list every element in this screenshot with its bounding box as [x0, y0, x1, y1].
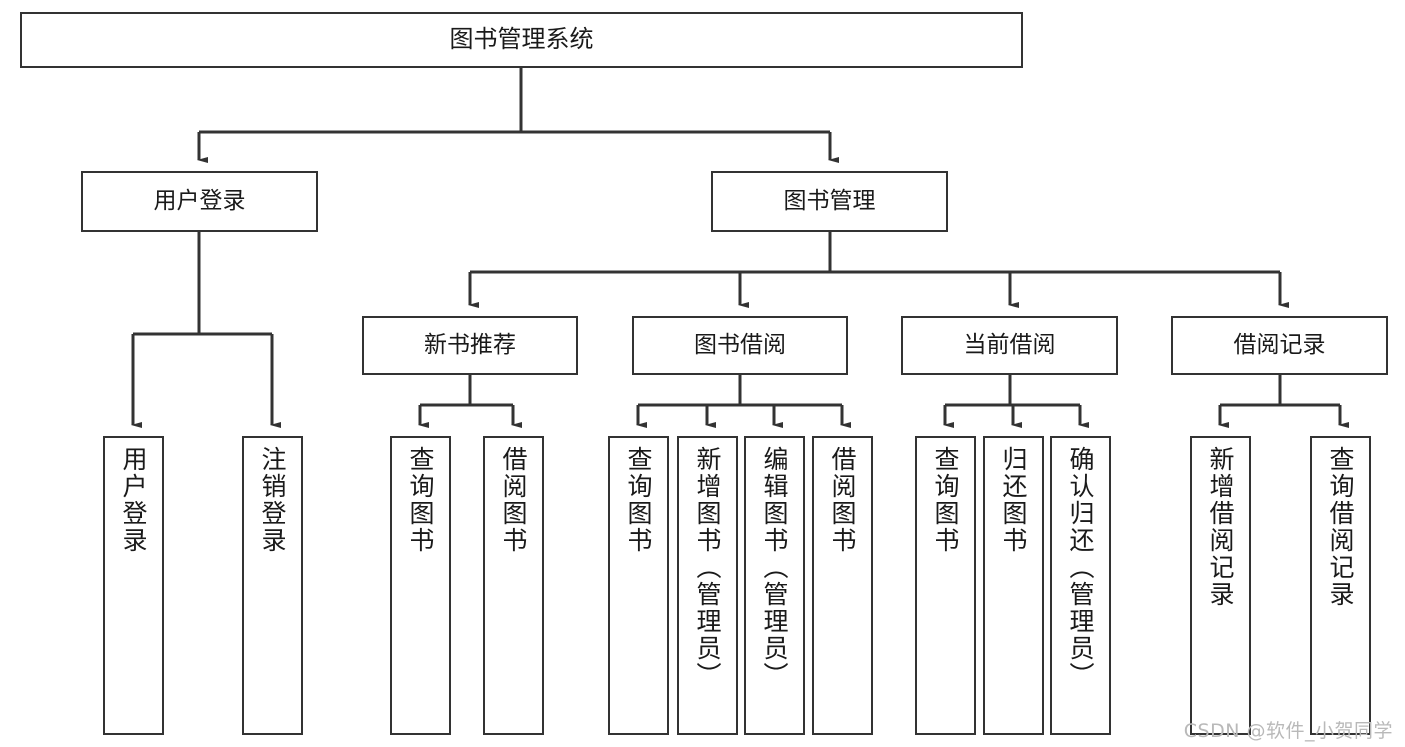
leaf-confirm-return-label: 确认归还（管理员）	[1066, 446, 1095, 689]
leaf-edit-book[interactable]: 编辑图书（管理员）	[744, 436, 805, 735]
leaf-borrow-book-2-label: 借阅图书	[828, 446, 857, 554]
node-book-borrow-label: 图书借阅	[694, 332, 786, 359]
node-current-borrow[interactable]: 当前借阅	[901, 316, 1118, 375]
leaf-query-book-1[interactable]: 查询图书	[390, 436, 451, 735]
node-new-book-recommend-label: 新书推荐	[424, 332, 516, 359]
leaf-edit-book-label: 编辑图书（管理员）	[760, 446, 789, 689]
node-user-login[interactable]: 用户登录	[81, 171, 318, 232]
node-new-book-recommend[interactable]: 新书推荐	[362, 316, 578, 375]
node-book-manage-label: 图书管理	[783, 188, 876, 215]
leaf-borrow-book-1[interactable]: 借阅图书	[483, 436, 544, 735]
leaf-borrow-book-2[interactable]: 借阅图书	[812, 436, 873, 735]
watermark: CSDN @软件_小贺同学	[1183, 720, 1393, 742]
leaf-query-book-1-label: 查询图书	[406, 446, 435, 554]
leaf-query-book-2-label: 查询图书	[624, 446, 653, 554]
leaf-return-book-label: 归还图书	[999, 446, 1028, 554]
node-borrow-record-label: 借阅记录	[1233, 332, 1326, 359]
node-book-borrow[interactable]: 图书借阅	[632, 316, 848, 375]
leaf-add-record-label: 新增借阅记录	[1206, 446, 1235, 608]
leaf-query-book-3[interactable]: 查询图书	[915, 436, 976, 735]
leaf-borrow-book-1-label: 借阅图书	[499, 446, 528, 554]
node-current-borrow-label: 当前借阅	[963, 332, 1056, 359]
leaf-query-book-3-label: 查询图书	[931, 446, 960, 554]
leaf-user-login[interactable]: 用户登录	[103, 436, 164, 735]
leaf-confirm-return[interactable]: 确认归还（管理员）	[1050, 436, 1111, 735]
leaf-add-book[interactable]: 新增图书（管理员）	[677, 436, 738, 735]
leaf-query-record-label: 查询借阅记录	[1326, 446, 1355, 608]
node-book-manage[interactable]: 图书管理	[711, 171, 948, 232]
leaf-return-book[interactable]: 归还图书	[983, 436, 1044, 735]
leaf-query-record[interactable]: 查询借阅记录	[1310, 436, 1371, 735]
leaf-logout-login[interactable]: 注销登录	[242, 436, 303, 735]
leaf-user-login-label: 用户登录	[119, 446, 148, 554]
node-root[interactable]: 图书管理系统	[20, 12, 1023, 68]
leaf-add-record[interactable]: 新增借阅记录	[1190, 436, 1251, 735]
leaf-add-book-label: 新增图书（管理员）	[693, 446, 722, 689]
leaf-logout-login-label: 注销登录	[258, 446, 287, 554]
leaf-query-book-2[interactable]: 查询图书	[608, 436, 669, 735]
node-user-login-label: 用户登录	[153, 188, 246, 215]
node-root-label: 图书管理系统	[449, 25, 594, 54]
node-borrow-record[interactable]: 借阅记录	[1171, 316, 1388, 375]
